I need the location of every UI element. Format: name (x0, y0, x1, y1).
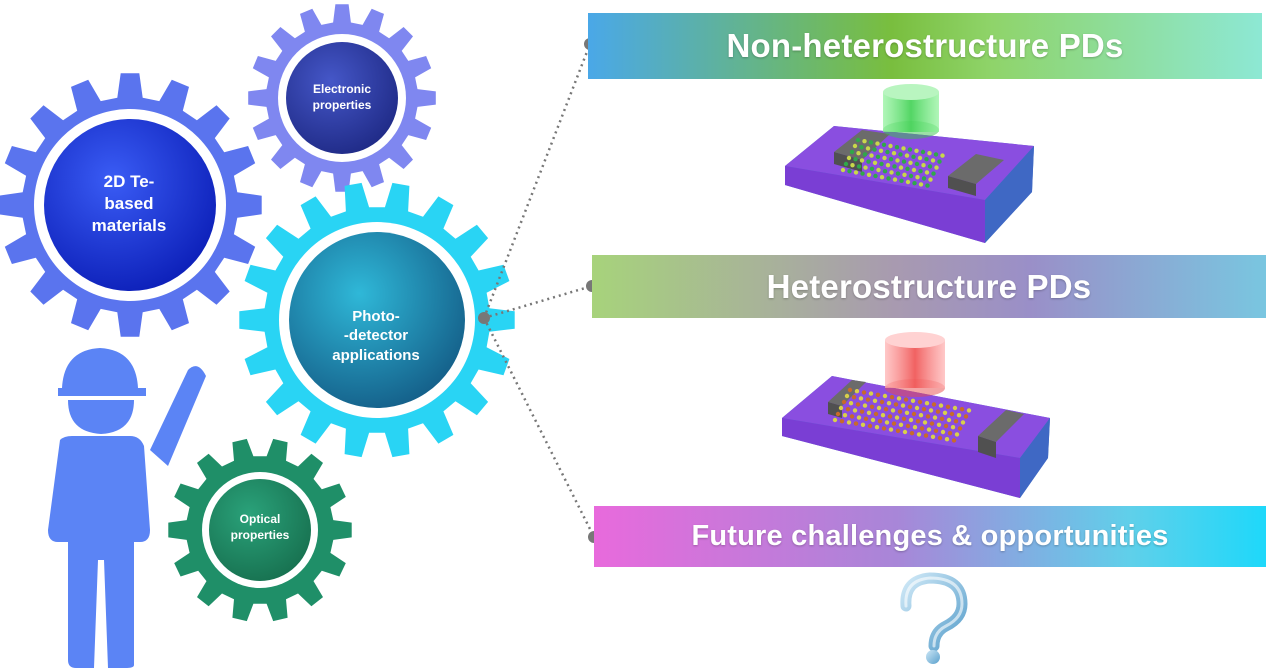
gear-te-materials-icon (0, 73, 262, 337)
gear-label-photodetector: Photo- -detector applications (332, 307, 420, 364)
question-mark-icon (900, 572, 968, 664)
connector-to-non-hetero (482, 43, 592, 319)
banner-heterostructure: Heterostructure PDs (592, 255, 1266, 318)
hetero-device-icon (782, 332, 1050, 498)
gear-label-electronic: Electronic properties (312, 82, 372, 112)
gear-electronic-icon (248, 4, 436, 192)
gear-label-optical: Optical properties (230, 512, 290, 542)
connector-lines (482, 43, 596, 538)
connector-to-future (482, 317, 596, 538)
engineer-person-icon (48, 348, 206, 668)
banner-non-heterostructure: Non-heterostructure PDs (588, 13, 1262, 79)
connector-to-hetero (483, 284, 593, 320)
connector-hub-dot (478, 312, 490, 324)
non-hetero-device-icon (785, 84, 1034, 243)
gear-photodetector-icon (239, 182, 515, 458)
banner-future-challenges: Future challenges & opportunities (594, 506, 1266, 567)
gear-optical-icon (168, 438, 352, 622)
gear-label-te-materials: 2D Te- based materials (91, 171, 167, 236)
